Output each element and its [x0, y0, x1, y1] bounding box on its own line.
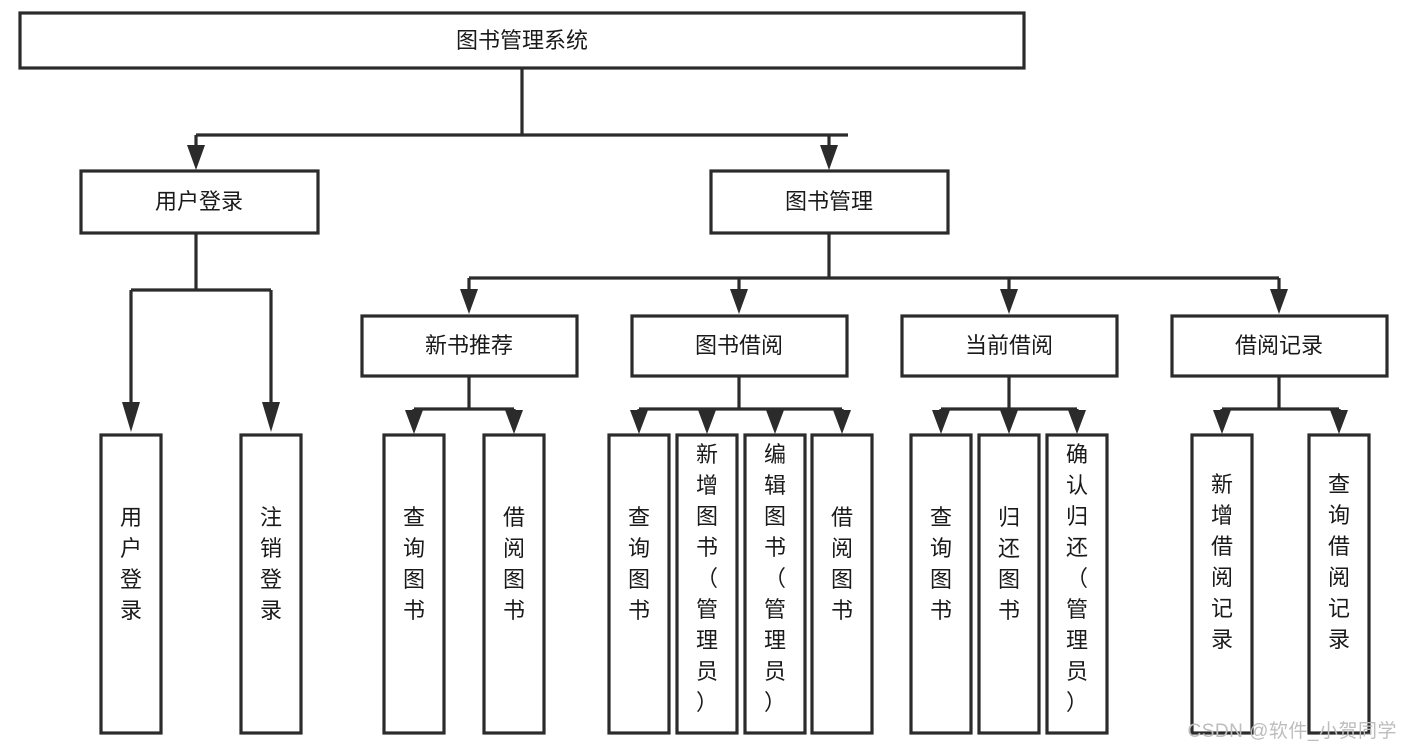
- node-book-borrow[interactable]: 图书借阅: [630, 314, 849, 378]
- node-leaf-add-book-label: 新增图书（管理员）: [696, 442, 718, 715]
- node-leaf-query-book-1-label: 查询图书: [403, 505, 425, 623]
- node-leaf-query-book-2-label: 查询图书: [628, 505, 650, 623]
- node-leaf-add-book[interactable]: 新增图书（管理员）: [675, 433, 739, 735]
- node-leaf-query-book-3-label: 查询图书: [930, 505, 952, 623]
- node-book-manage[interactable]: 图书管理: [709, 169, 950, 235]
- node-leaf-edit-book-label: 编辑图书（管理员）: [764, 442, 786, 715]
- connector-book-borrow-to-leaves: [630, 376, 851, 434]
- connector-book-manage-to-level3: [460, 233, 1288, 314]
- node-leaf-query-book-2[interactable]: 查询图书: [607, 433, 671, 735]
- node-leaf-query-borrow-record[interactable]: 查询借阅记录: [1307, 433, 1371, 735]
- node-book-borrow-label: 图书借阅: [695, 333, 783, 358]
- node-leaf-query-book-3[interactable]: 查询图书: [909, 433, 973, 735]
- node-leaf-query-borrow-record-label: 查询借阅记录: [1328, 472, 1350, 652]
- connector-current-borrow-to-leaves: [932, 376, 1086, 434]
- node-leaf-user-login-label: 用户登录: [120, 505, 142, 623]
- node-leaf-user-logout-label: 注销登录: [260, 505, 282, 623]
- node-leaf-borrow-book-2[interactable]: 借阅图书: [810, 433, 874, 735]
- node-user-login-label: 用户登录: [155, 189, 243, 214]
- node-leaf-return-book[interactable]: 归还图书: [977, 433, 1041, 735]
- connector-user-login-to-leaves: [122, 233, 280, 432]
- node-root-book-management-system[interactable]: 图书管理系统: [18, 11, 1026, 70]
- node-root-label: 图书管理系统: [456, 28, 588, 53]
- node-leaf-borrow-book-1[interactable]: 借阅图书: [482, 433, 546, 735]
- node-new-book-recommend[interactable]: 新书推荐: [360, 314, 579, 378]
- node-leaf-confirm-return[interactable]: 确认归还（管理员）: [1045, 433, 1109, 735]
- connector-root-to-level2: [187, 68, 848, 170]
- node-book-manage-label: 图书管理: [785, 189, 873, 214]
- connector-new-book-rec-to-leaves: [405, 376, 523, 434]
- node-new-book-recommend-label: 新书推荐: [425, 333, 513, 358]
- node-borrow-record-label: 借阅记录: [1235, 333, 1323, 358]
- node-leaf-user-login[interactable]: 用户登录: [99, 433, 163, 735]
- node-leaf-add-borrow-record[interactable]: 新增借阅记录: [1190, 433, 1254, 735]
- node-user-login[interactable]: 用户登录: [79, 169, 320, 235]
- connector-borrow-record-to-leaves: [1213, 376, 1348, 434]
- node-borrow-record[interactable]: 借阅记录: [1170, 314, 1389, 378]
- node-leaf-user-logout[interactable]: 注销登录: [239, 433, 303, 735]
- node-leaf-borrow-book-1-label: 借阅图书: [503, 505, 525, 623]
- node-leaf-add-borrow-record-label: 新增借阅记录: [1211, 472, 1233, 652]
- node-leaf-query-book-1[interactable]: 查询图书: [382, 433, 446, 735]
- node-leaf-borrow-book-2-label: 借阅图书: [831, 505, 853, 623]
- node-current-borrow[interactable]: 当前借阅: [900, 314, 1119, 378]
- node-leaf-return-book-label: 归还图书: [998, 505, 1020, 623]
- node-leaf-confirm-return-label: 确认归还（管理员）: [1066, 442, 1088, 715]
- node-leaf-edit-book[interactable]: 编辑图书（管理员）: [743, 433, 807, 735]
- node-current-borrow-label: 当前借阅: [965, 333, 1053, 358]
